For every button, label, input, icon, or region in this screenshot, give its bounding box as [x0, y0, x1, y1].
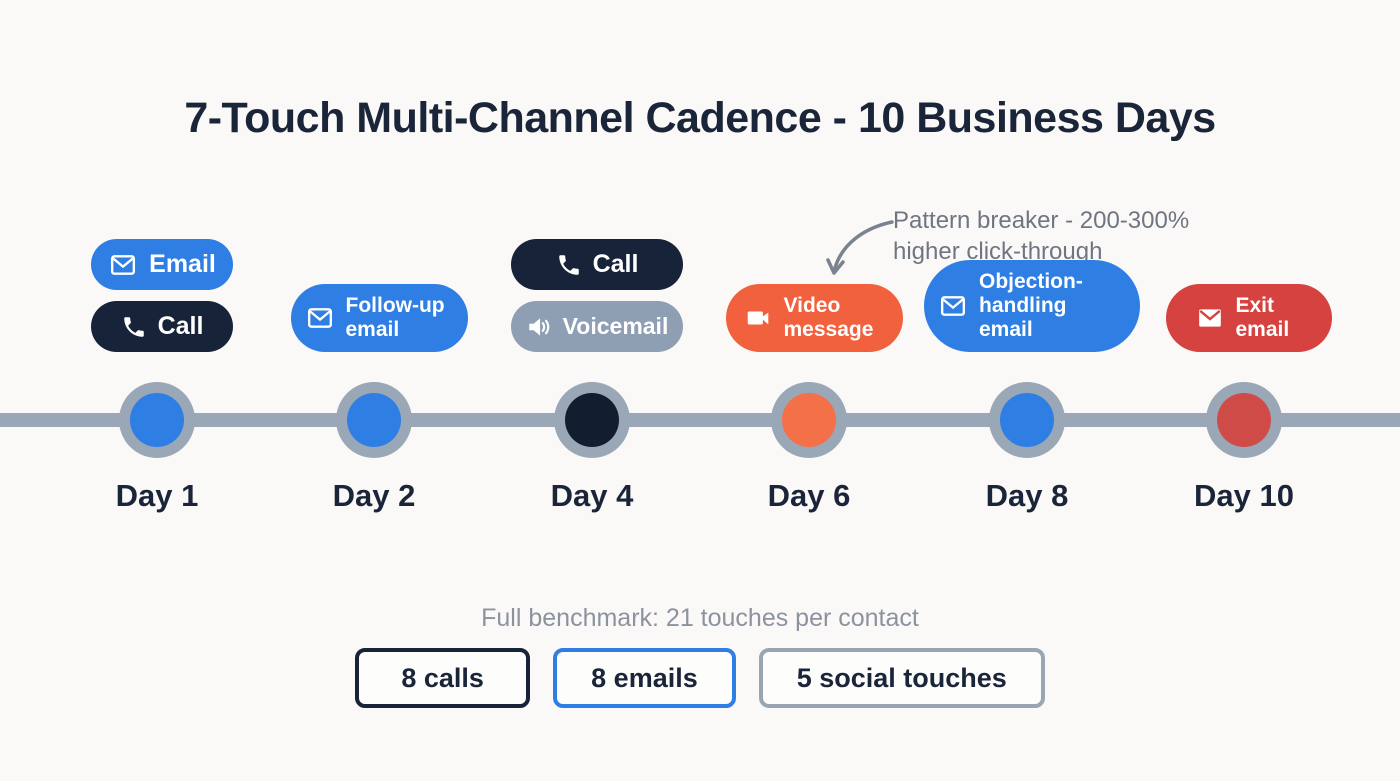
- day-label-8: Day 8: [985, 478, 1069, 513]
- touch-label: Exit email: [1235, 294, 1290, 342]
- touch-label: Video message: [783, 294, 874, 342]
- stat-box-emails: 8 emails: [553, 648, 736, 708]
- touch-pill-email: Email: [91, 239, 233, 290]
- day-1-touch-group: Email Call: [47, 228, 277, 352]
- benchmark-stats-row: 8 calls 8 emails 5 social touches: [0, 648, 1400, 708]
- timeline-dot-day-6: [771, 382, 847, 458]
- day-label-1: Day 1: [115, 478, 199, 513]
- touch-pill-follow-up-email: Follow-up email: [290, 284, 468, 352]
- day-10-touch-group: Exit email: [1134, 228, 1364, 352]
- page-title: 7-Touch Multi-Channel Cadence - 10 Busin…: [184, 94, 1216, 142]
- touch-label: Objection-handling email: [979, 270, 1083, 342]
- envelope-icon: [305, 305, 335, 331]
- envelope-icon: [108, 252, 138, 278]
- touch-pill-call: Call: [511, 239, 683, 290]
- touch-label: Email: [149, 250, 216, 278]
- dot-fill: [782, 393, 836, 447]
- envelope-icon: [938, 293, 968, 319]
- day-label-10: Day 10: [1194, 478, 1294, 513]
- annotation-line-1: Pattern breaker - 200-300%: [893, 207, 1190, 234]
- video-camera-icon: [743, 305, 773, 331]
- phone-icon: [121, 314, 147, 340]
- benchmark-caption: Full benchmark: 21 touches per contact: [481, 604, 919, 632]
- touch-label: Call: [592, 250, 639, 278]
- dot-fill: [565, 393, 619, 447]
- stat-box-social-touches: 5 social touches: [758, 648, 1045, 708]
- curved-arrow-icon: [826, 220, 894, 275]
- day-label-4: Day 4: [550, 478, 634, 513]
- touch-label: Follow-up email: [345, 294, 445, 342]
- day-4-touch-group: Call Voicemail: [482, 228, 712, 352]
- timeline-dot-day-4: [554, 382, 630, 458]
- day-6-touch-group: Video message: [699, 228, 929, 352]
- timeline-dot-day-8: [989, 382, 1065, 458]
- dot-fill: [1000, 393, 1054, 447]
- speaker-icon: [526, 314, 552, 340]
- day-label-2: Day 2: [332, 478, 416, 513]
- touch-label: Voicemail: [562, 313, 669, 339]
- stat-box-calls: 8 calls: [355, 648, 531, 708]
- touch-pill-call: Call: [91, 301, 233, 352]
- touch-label: Call: [157, 312, 204, 340]
- day-8-touch-group: Objection-handling email: [917, 228, 1147, 352]
- touch-pill-voicemail: Voicemail: [511, 301, 683, 352]
- touch-pill-objection-handling-email: Objection-handling email: [924, 260, 1140, 352]
- day-label-6: Day 6: [767, 478, 851, 513]
- envelope-icon: [1195, 305, 1225, 331]
- day-2-touch-group: Follow-up email: [264, 228, 494, 352]
- timeline-dot-day-10: [1206, 382, 1282, 458]
- timeline-line: [0, 413, 1400, 427]
- touch-pill-video-message: Video message: [725, 284, 903, 352]
- pattern-breaker-annotation: Pattern breaker - 200-300% higher click-…: [893, 206, 1189, 267]
- dot-fill: [130, 393, 184, 447]
- timeline-dot-day-1: [119, 382, 195, 458]
- phone-icon: [556, 252, 582, 278]
- timeline-dot-day-2: [336, 382, 412, 458]
- dot-fill: [347, 393, 401, 447]
- touch-pill-exit-email: Exit email: [1166, 284, 1332, 352]
- dot-fill: [1217, 393, 1271, 447]
